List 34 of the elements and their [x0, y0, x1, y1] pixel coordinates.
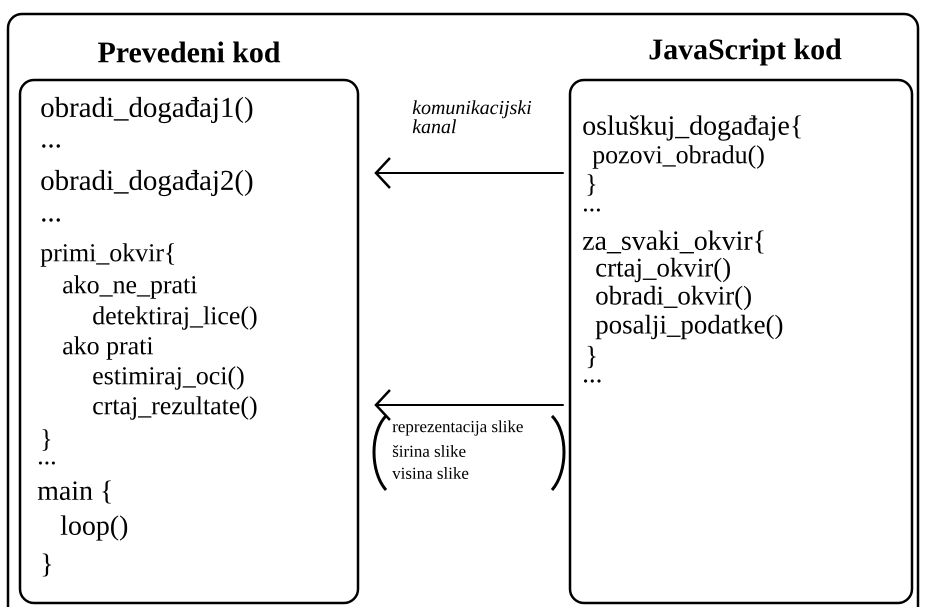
code-line: primi_okvir{ — [40, 243, 174, 267]
panel-heading: Prevedeni kod — [98, 41, 280, 63]
code-line: obradi_okvir() — [596, 286, 751, 310]
code-line: } — [588, 174, 596, 196]
data-label: reprezentacija slike — [392, 420, 523, 436]
arrow — [374, 389, 564, 421]
code-line: detektiraj_lice() — [93, 306, 256, 330]
edge-label: komunikacijski kanal — [412, 100, 532, 134]
code-line: crtaj_okvir() — [596, 258, 730, 282]
code-line: obradi_događaj2() — [41, 170, 252, 196]
code-line: ako prati — [63, 336, 154, 360]
panel-heading: JavaScript kod — [650, 38, 842, 66]
code-line: } — [42, 553, 52, 577]
data-label: širina slike — [392, 445, 466, 457]
code-line: za_svaki_okvir{ — [582, 230, 764, 254]
data-label: visina slike — [392, 467, 468, 479]
code-line: ... — [42, 144, 60, 148]
code-line: posalji_podatke() — [596, 314, 782, 340]
code-line: ... — [584, 379, 601, 383]
code-line: ... — [584, 208, 600, 212]
code-line: crtaj_rezultate() — [93, 396, 256, 420]
outer-frame — [6, 12, 920, 607]
code-line: } — [588, 346, 596, 368]
code-line: ... — [42, 218, 60, 222]
code-line: main { — [38, 480, 111, 504]
code-line: obradi_događaj1() — [41, 96, 252, 124]
code-line: ... — [38, 461, 55, 465]
code-line: pozovi_obradu() — [592, 145, 764, 169]
code-line: loop() — [60, 515, 128, 541]
code-line: ako_ne_prati — [63, 275, 197, 299]
code-line: } — [42, 429, 50, 451]
code-line: estimiraj_oci() — [93, 366, 244, 390]
code-line: osluškuj_događaje{ — [583, 115, 801, 141]
arrow — [374, 157, 564, 189]
